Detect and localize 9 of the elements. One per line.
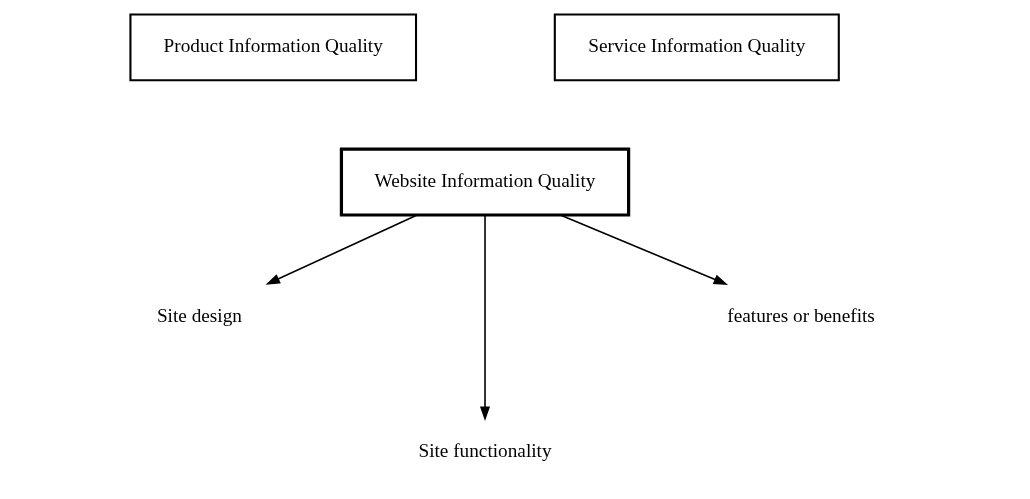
node-box: Service Information Quality xyxy=(553,13,840,82)
node-text: features or benefits xyxy=(726,304,875,326)
node-text: Site functionality xyxy=(417,439,552,461)
arrow xyxy=(559,214,728,285)
arrow xyxy=(479,214,490,421)
node-box: Product Information Quality xyxy=(128,13,417,82)
node-box: Website Information Quality xyxy=(339,147,630,217)
arrow xyxy=(265,214,417,285)
node-text: Site design xyxy=(156,304,242,326)
